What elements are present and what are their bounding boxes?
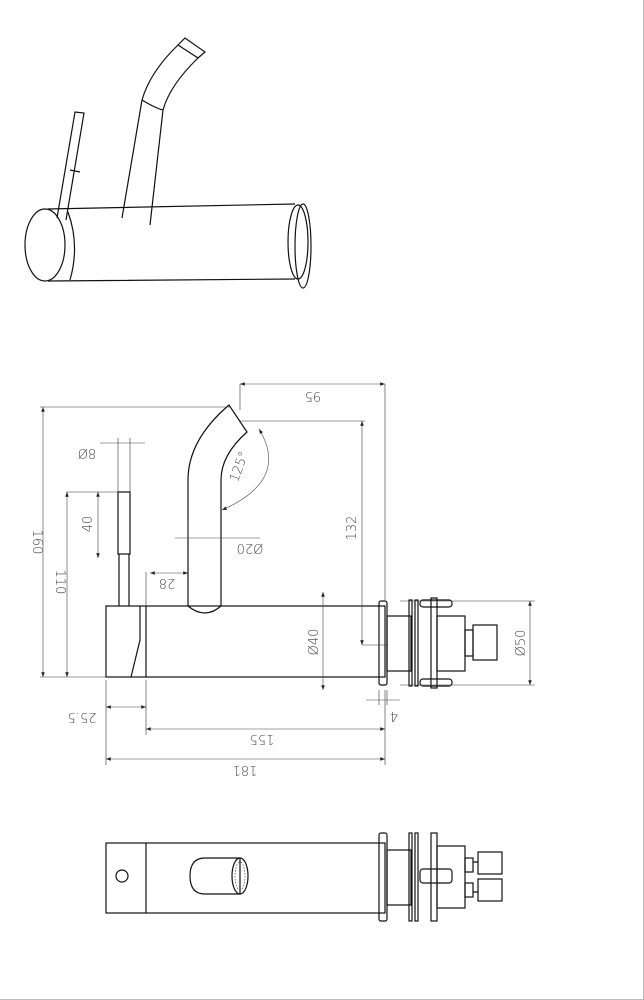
perspective-view xyxy=(24,37,312,289)
dim-handle-width: 25.5 xyxy=(68,709,97,724)
dim-total-length: 181 xyxy=(233,762,258,777)
dim-spout-reach: 95 xyxy=(305,388,322,403)
dim-spout-angle: 125° xyxy=(227,450,252,485)
bottom-view xyxy=(105,832,503,922)
dim-body-diameter: Ø40 xyxy=(307,629,322,656)
dim-total-height: 160 xyxy=(29,530,44,555)
dim-flange-thickness: 4 xyxy=(390,708,398,723)
dim-spout-offset: 28 xyxy=(159,575,176,590)
side-elevation: 95 132 125° Ø20 28 160 110 40 8Ø Ø40 Ø50… xyxy=(29,382,535,777)
dim-spout-height: 132 xyxy=(345,516,360,541)
dim-lever-grip: 40 xyxy=(81,516,96,533)
dim-flange-diameter: Ø50 xyxy=(514,630,529,657)
dim-body-length: 155 xyxy=(250,731,275,746)
dim-lever-diameter: 8Ø xyxy=(78,445,97,460)
dim-spout-diameter: Ø20 xyxy=(237,540,264,555)
dim-lever-height: 110 xyxy=(52,570,67,595)
